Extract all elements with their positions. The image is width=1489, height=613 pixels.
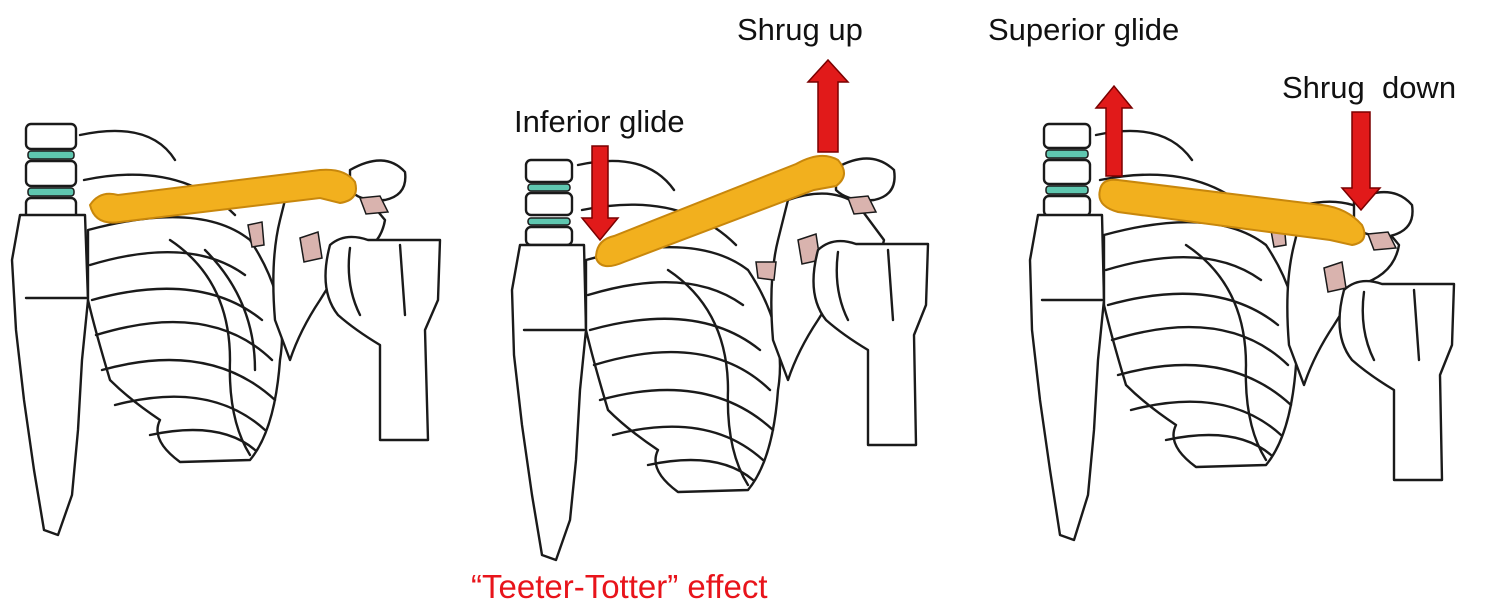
glenoid-cartilage (300, 232, 322, 262)
humerus (326, 237, 441, 440)
vertebra (1044, 196, 1090, 216)
intervertebral-disc (1046, 186, 1088, 194)
glenoid-cartilage (1324, 262, 1346, 292)
intervertebral-disc (28, 188, 74, 196)
humerus (1340, 281, 1455, 480)
skeleton (512, 156, 928, 560)
skeleton (1030, 124, 1454, 540)
vertebra (26, 124, 76, 149)
inferior-glide-label: Inferior glide (514, 106, 685, 137)
skeleton (12, 124, 440, 535)
panel-shrug-up: Inferior glide Shrug up (496, 0, 992, 613)
sternum (12, 215, 88, 535)
shrug-up-arrow (808, 60, 848, 152)
vertebra (1044, 124, 1090, 148)
vertebra (526, 227, 572, 245)
intervertebral-disc (528, 218, 570, 225)
shrug-up-label: Shrug up (737, 14, 863, 45)
shoulder-girdle-rest-illustration (0, 0, 496, 613)
intervertebral-disc (1046, 150, 1088, 158)
intervertebral-disc (28, 151, 74, 159)
acromion (350, 160, 405, 200)
panel-rest (0, 0, 496, 613)
sternum (1030, 215, 1104, 540)
shoulder-girdle-shrug-up-illustration (496, 0, 992, 613)
shrug-down-label: Shrug down (1282, 72, 1456, 103)
vertebra (526, 160, 572, 182)
intervertebral-disc (528, 184, 570, 191)
vertebra (526, 193, 572, 215)
humerus (814, 241, 929, 445)
sternum (512, 245, 586, 560)
panel-shrug-down: Superior glide Shrug down (992, 0, 1488, 613)
vertebra (26, 161, 76, 186)
acromion (836, 158, 895, 200)
shrug-down-arrow (1342, 112, 1380, 210)
sc-cartilage (756, 262, 776, 280)
teeter-totter-caption: “Teeter-Totter” effect (471, 570, 768, 603)
vertebra (1044, 160, 1090, 184)
superior-glide-label: Superior glide (988, 14, 1179, 45)
